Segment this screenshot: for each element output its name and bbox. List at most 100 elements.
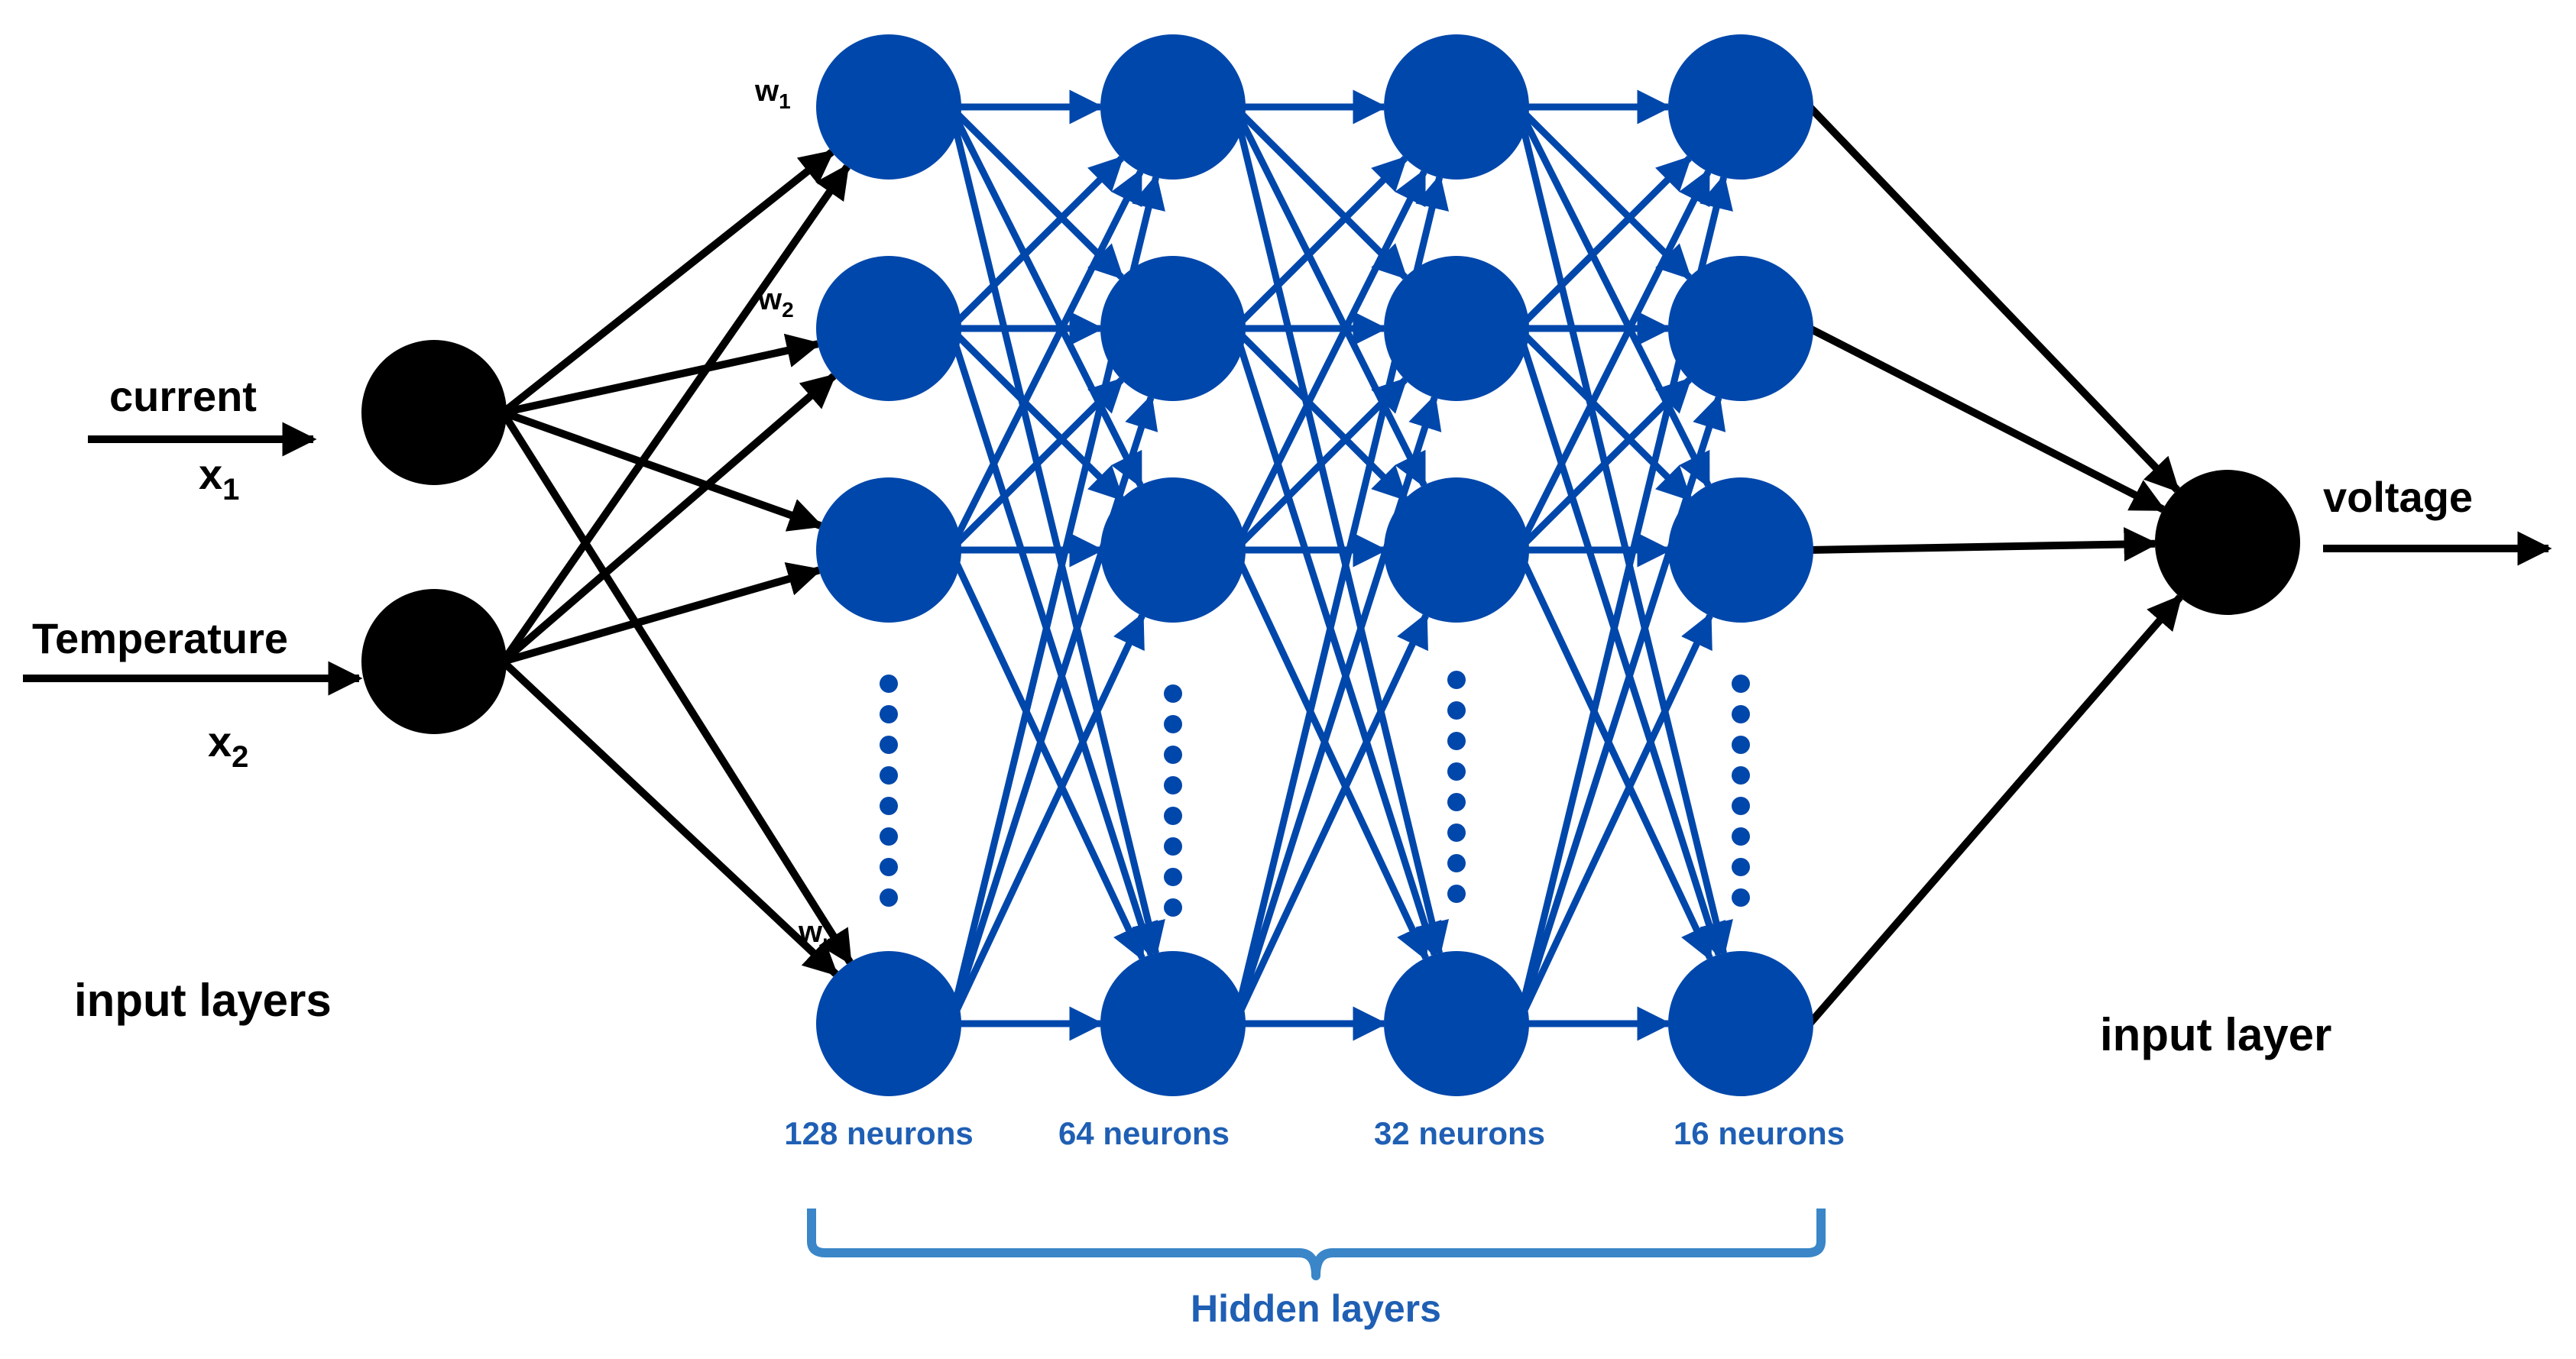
output-edge [1806,104,2180,493]
input-symbol-x1: x1 [199,450,239,506]
output-label-voltage: voltage [2323,473,2473,521]
ellipsis-dot [1164,684,1182,703]
hidden-edge [1515,105,1733,957]
hidden-edge [1232,377,1408,553]
hidden-edge [947,548,1145,962]
hidden-neuron-3-2 [1668,477,1813,623]
hidden-neuron-2-3 [1384,951,1529,1096]
hidden-edge [947,327,1158,958]
layer-label-16: 16 neurons [1674,1115,1845,1151]
ellipsis-dot [1732,705,1750,723]
output-neuron [2155,470,2300,615]
hidden-edge [1515,105,1712,489]
weight-label-wn: wn [798,915,835,954]
hidden-neuron-1-1 [1100,256,1246,401]
input-edge [501,149,835,416]
hidden-edge [947,105,1144,489]
hidden-edge [948,104,1124,280]
layer-label-64: 64 neurons [1058,1115,1230,1151]
hidden-neuron-1-2 [1100,477,1246,623]
hidden-neuron-0-3 [816,951,961,1096]
ellipsis-dot [1164,898,1182,917]
hidden-edge [1231,168,1427,552]
io-connections [500,104,2183,1027]
hidden-edge [1515,168,1712,552]
ellipsis-dot [1447,823,1466,842]
hidden-neuron-0-0 [816,34,961,180]
ellipsis-dot [1164,776,1182,794]
hidden-neuron-3-0 [1668,34,1813,180]
layer-label-128: 128 neurons [784,1115,973,1151]
hidden-edge [1515,327,1726,958]
ellipsis-dot [1447,671,1466,689]
hidden-edge [1231,327,1442,958]
ellipsis-dot [880,736,898,754]
ellipsis-dot [1447,793,1466,811]
ellipsis-dot [880,705,898,723]
hidden-edge [948,377,1124,553]
hidden-edge [1515,325,1692,502]
ellipsis-dot [1732,888,1750,907]
hidden-neuron-1-0 [1100,34,1246,180]
hidden-neuron-1-3 [1100,951,1246,1096]
hidden-edge [1231,548,1429,962]
hidden-layers-caption: Hidden layers [1191,1287,1441,1330]
ellipsis-dot [1164,715,1182,733]
hidden-neuron-2-0 [1384,34,1529,180]
hidden-neuron-3-1 [1668,256,1813,401]
hidden-edge [1231,612,1429,1025]
ellipsis-dot [880,797,898,815]
input-edge [501,562,823,665]
input-edge [500,410,854,966]
hidden-connections [947,89,1733,1041]
hidden-edge [1231,105,1427,489]
ellipsis-dot [880,888,898,907]
hidden-edge [947,105,1165,957]
hidden-edge [1232,155,1408,332]
input-edge [500,163,851,664]
hidden-edge [1515,612,1713,1025]
ellipsis-dots [880,671,1750,917]
hidden-neuron-0-2 [816,477,961,623]
input-neuron-2 [361,589,507,734]
hidden-edge [1515,155,1692,332]
input-edge [502,333,821,416]
ellipsis-dot [1164,807,1182,825]
output-layer-caption: input layer [2100,1009,2331,1060]
neurons [361,34,2300,1096]
input-edge [500,373,837,665]
input-edge [500,658,839,977]
ellipsis-dot [1447,762,1466,781]
ellipsis-dot [1447,854,1466,872]
hidden-edge [1515,548,1713,962]
ellipsis-dot [880,827,898,846]
hidden-neuron-2-2 [1384,477,1529,623]
hidden-edge [1515,394,1726,1025]
hidden-edge [1232,104,1408,280]
ellipsis-dot [880,766,898,785]
hidden-edge [948,325,1124,502]
input-edge [501,409,824,532]
weight-label-w1: w1 [754,74,791,113]
hidden-neuron-3-3 [1668,951,1813,1096]
ellipsis-dot [1732,858,1750,876]
hidden-edge [1515,104,1692,280]
ellipsis-dot [1732,766,1750,785]
output-edge [1806,594,2183,1027]
hidden-edge [1231,394,1442,1025]
ellipsis-dot [1447,732,1466,750]
hidden-edge [1232,325,1408,502]
ellipsis-dot [880,675,898,693]
hidden-edge [947,168,1144,552]
input-neuron-1 [361,340,507,485]
hidden-edge [947,394,1158,1025]
output-edge [1810,526,2159,561]
input-layers-caption: input layers [74,975,332,1026]
input-label-current: current [109,372,257,420]
hidden-neuron-2-1 [1384,256,1529,401]
weight-label-w2: w2 [757,283,794,322]
hidden-layers-brace [807,1209,1826,1280]
ellipsis-dot [1732,675,1750,693]
hidden-edge [948,155,1124,332]
